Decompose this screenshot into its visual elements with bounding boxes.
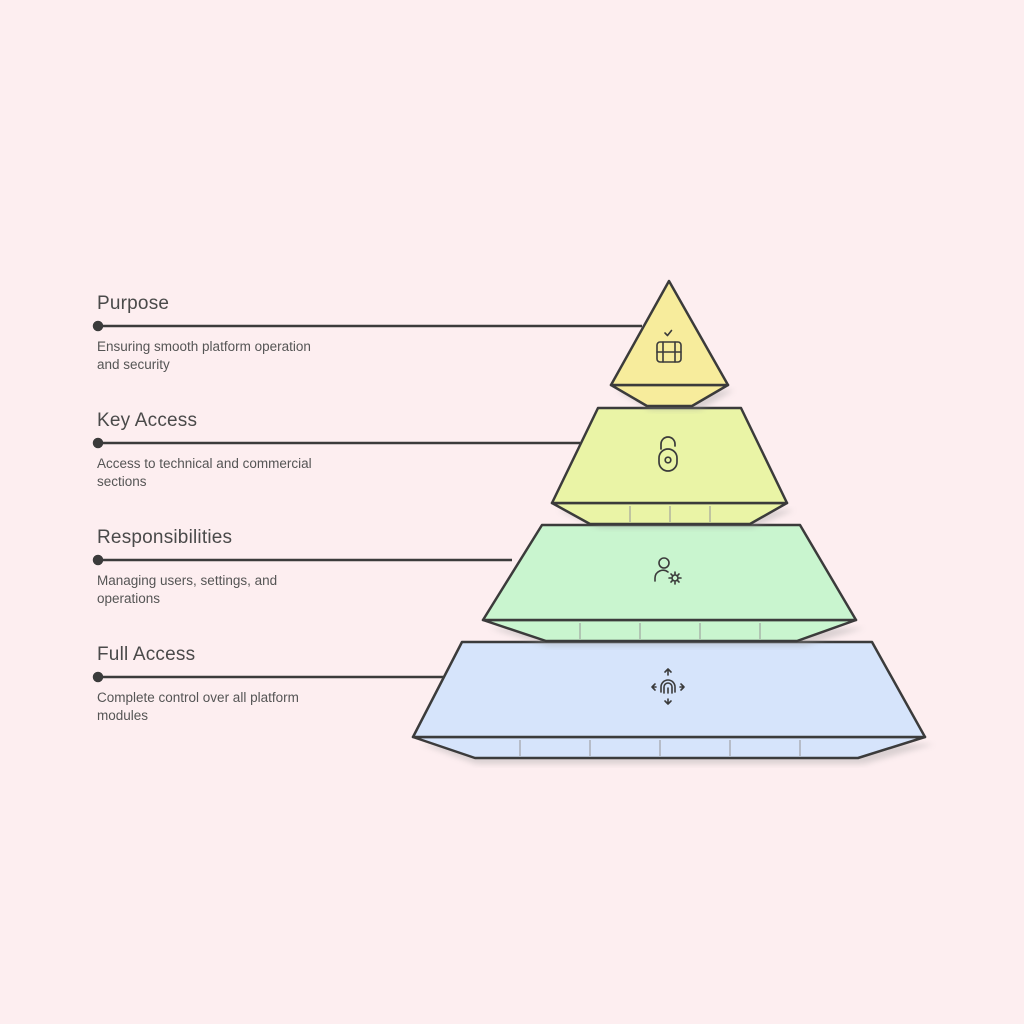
level-title: Key Access xyxy=(97,410,198,431)
pyramid-tier-key-access xyxy=(550,406,794,528)
pyramid-tier-purpose xyxy=(609,279,734,410)
level-description: Access to technical and commercial secti… xyxy=(97,456,312,489)
pyramid-tier-full-access xyxy=(411,640,934,764)
level-purpose: Purpose Ensuring smooth platform operati… xyxy=(97,293,357,374)
level-title: Purpose xyxy=(97,293,170,314)
padlock-open-icon xyxy=(658,436,678,472)
connector-lines xyxy=(92,320,642,683)
fingerprint-arrows-icon xyxy=(651,668,685,705)
level-key-access: Key Access Access to technical and comme… xyxy=(97,410,357,491)
connector-key-access xyxy=(92,437,580,449)
level-description: Complete control over all platform modul… xyxy=(97,690,299,723)
level-description: Ensuring smooth platform operation and s… xyxy=(97,339,311,372)
level-responsibilities: Responsibilities Managing users, setting… xyxy=(97,527,357,608)
level-title: Responsibilities xyxy=(97,527,233,548)
level-title: Full Access xyxy=(97,644,196,665)
connector-purpose xyxy=(92,320,642,332)
user-gear-icon xyxy=(654,557,682,585)
pyramid-tier-responsibilities xyxy=(481,523,864,646)
connector-full-access xyxy=(92,671,445,683)
level-full-access: Full Access Complete control over all pl… xyxy=(97,644,357,725)
connector-responsibilities xyxy=(92,554,512,566)
server-check-icon xyxy=(656,329,682,363)
level-description: Managing users, settings, and operations xyxy=(97,573,278,606)
